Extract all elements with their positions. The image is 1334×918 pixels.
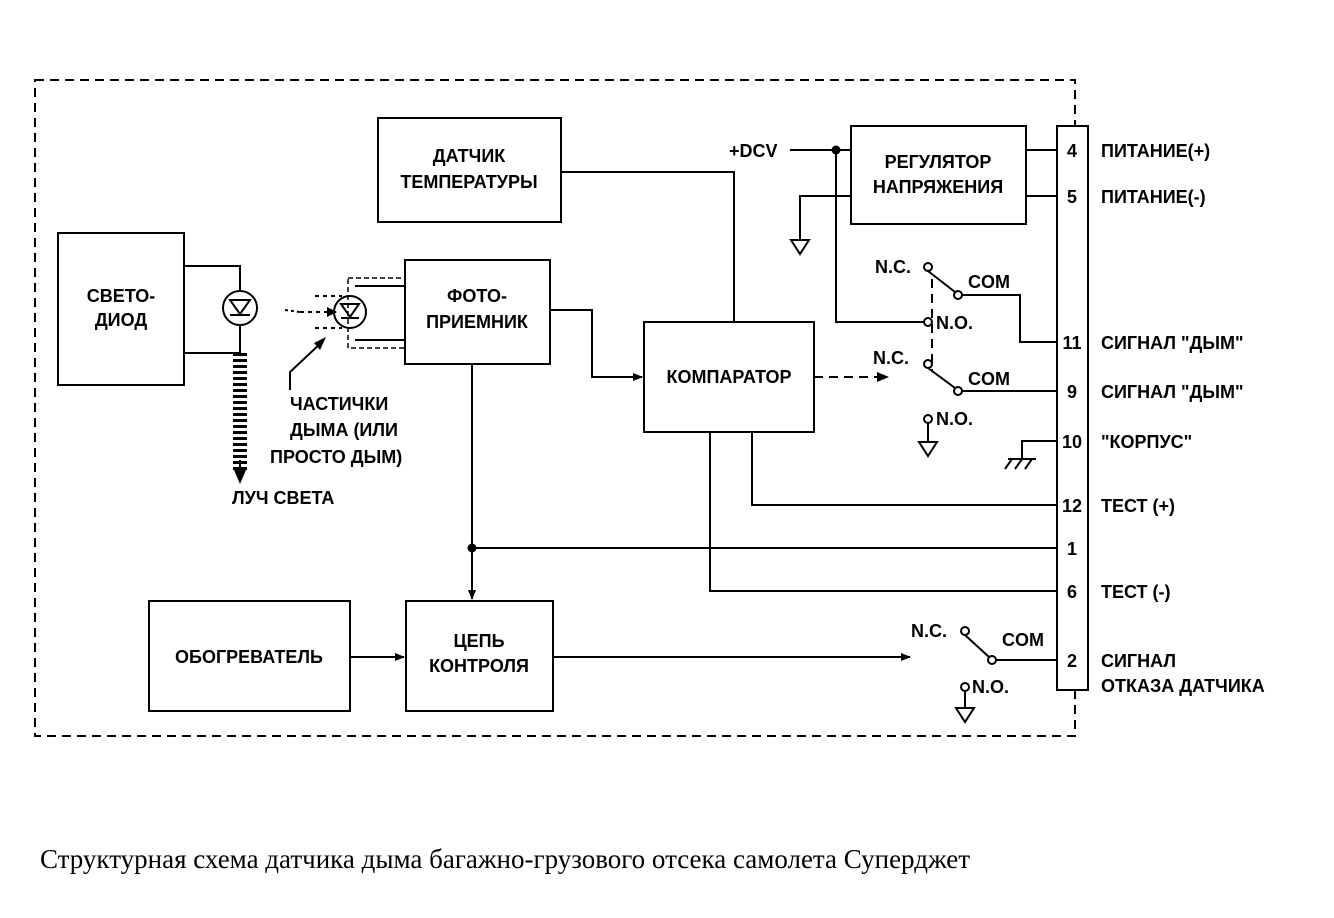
relay1-no-label: N.O. <box>936 313 973 333</box>
smoke-particles-label-1: ЧАСТИЧКИ <box>290 394 388 414</box>
pin-label-power-plus: ПИТАНИЕ(+) <box>1101 141 1210 161</box>
voltage-regulator-label-1: РЕГУЛЯТОР <box>885 152 992 172</box>
relay1-nc-label: N.C. <box>875 257 911 277</box>
pin-number-11: 11 <box>1062 333 1081 353</box>
led-block-label-1: СВЕТО- <box>87 286 156 306</box>
figure-caption: Структурная схема датчика дыма багажно-г… <box>40 844 970 874</box>
control-circuit-label-1: ЦЕПЬ <box>453 631 504 651</box>
pin-label-power-minus: ПИТАНИЕ(-) <box>1101 187 1206 207</box>
smoke-particles-label-2: ДЫМА (ИЛИ <box>290 420 398 440</box>
wire-temp-to-comparator <box>561 171 735 322</box>
control-circuit-label-2: КОНТРОЛЯ <box>429 656 529 676</box>
heater-label: ОБОГРЕВАТЕЛЬ <box>175 647 323 667</box>
light-beam-label: ЛУЧ СВЕТА <box>232 488 334 508</box>
pin-number-10: 10 <box>1062 432 1082 452</box>
led-diode-icon <box>184 265 258 354</box>
pin-label-smoke-signal-1: СИГНАЛ "ДЫМ" <box>1101 333 1244 353</box>
ground-icon <box>789 239 811 256</box>
pin-label-chassis: "КОРПУС" <box>1101 432 1192 452</box>
wire-photo-to-comparator <box>550 309 643 381</box>
pin-label-test-plus: ТЕСТ (+) <box>1101 496 1175 516</box>
pin-number-12: 12 <box>1062 496 1082 516</box>
photodiode-icon <box>284 277 406 349</box>
wire-test-plus <box>751 432 1057 506</box>
led-block: СВЕТО- ДИОД <box>57 232 185 386</box>
pin-label-test-minus: ТЕСТ (-) <box>1101 582 1171 602</box>
smoke-pointer-arrowhead <box>314 337 326 350</box>
smoke-relay-1 <box>923 262 1057 343</box>
pin-number-5: 5 <box>1067 187 1077 207</box>
pin-label-smoke-signal-2: СИГНАЛ "ДЫМ" <box>1101 382 1244 402</box>
terminal-strip <box>1056 125 1089 691</box>
relay3-nc-label: N.C. <box>911 621 947 641</box>
dcv-label: +DCV <box>729 141 778 161</box>
heater-block: ОБОГРЕВАТЕЛЬ <box>148 600 351 712</box>
pin-number-9: 9 <box>1067 382 1077 402</box>
pin-label-failure-2: ОТКАЗА ДАТЧИКА <box>1101 676 1265 696</box>
comparator-label: КОМПАРАТОР <box>667 367 792 387</box>
pin-number-4: 4 <box>1067 141 1077 161</box>
wire-regulator-ground <box>799 195 851 240</box>
smoke-pointer <box>289 341 323 390</box>
relay3-com-label: COM <box>1002 630 1044 650</box>
voltage-regulator-label-2: НАПРЯЖЕНИЯ <box>873 177 1003 197</box>
temperature-sensor-label-1: ДАТЧИК <box>433 146 507 166</box>
relay2-nc-label: N.C. <box>873 348 909 368</box>
chassis-ground-icon <box>1004 440 1057 470</box>
wire-dcv-to-relay-no <box>835 150 924 323</box>
photoreceiver-label-1: ФОТО- <box>447 286 507 306</box>
pin-number-2: 2 <box>1067 651 1077 671</box>
relay2-com-label: COM <box>968 369 1010 389</box>
temperature-sensor-block: ДАТЧИК ТЕМПЕРАТУРЫ <box>377 117 562 223</box>
voltage-regulator-block: РЕГУЛЯТОР НАПРЯЖЕНИЯ <box>850 125 1027 225</box>
dashed-arrowhead <box>877 372 889 382</box>
photoreceiver-block: ФОТО- ПРИЕМНИК <box>404 259 551 365</box>
led-block-label-2: ДИОД <box>95 310 148 330</box>
pin-label-failure-1: СИГНАЛ <box>1101 651 1176 671</box>
photoreceiver-label-2: ПРИЕМНИК <box>426 312 529 332</box>
relay3-no-label: N.O. <box>972 677 1009 697</box>
temperature-sensor-label-2: ТЕМПЕРАТУРЫ <box>400 172 537 192</box>
smoke-particles-label-3: ПРОСТО ДЫМ) <box>270 447 402 467</box>
pin-number-1: 1 <box>1067 539 1077 559</box>
failure-relay <box>954 626 1057 724</box>
wire-test-minus <box>709 432 1057 592</box>
comparator-block: КОМПАРАТОР <box>643 321 815 433</box>
light-beam-icon <box>233 353 247 484</box>
control-circuit-block: ЦЕПЬ КОНТРОЛЯ <box>405 600 554 712</box>
smoke-relay-2 <box>917 359 1057 458</box>
relay1-com-label: COM <box>968 272 1010 292</box>
relay2-no-label: N.O. <box>936 409 973 429</box>
pin-number-6: 6 <box>1067 582 1077 602</box>
